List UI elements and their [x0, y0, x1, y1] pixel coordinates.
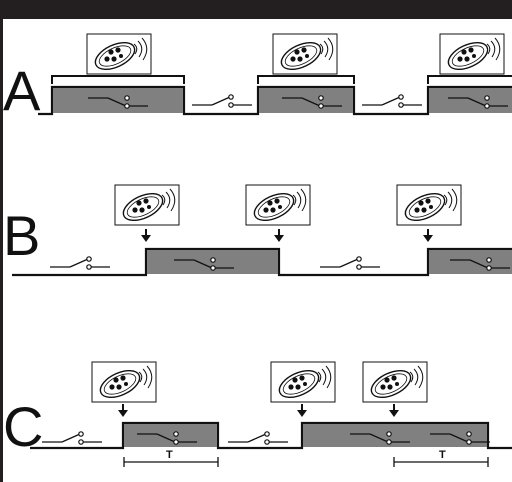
timer-dimension: T — [123, 449, 219, 467]
row-a-signal-line — [38, 85, 512, 116]
arrow-down-icon — [296, 403, 308, 418]
switch-open-icon — [361, 94, 423, 108]
row-b-letter: B — [3, 204, 38, 267]
row-c: C T — [3, 361, 512, 467]
switch-open-icon — [319, 256, 381, 270]
arrow-down-icon — [140, 228, 152, 243]
remote-control-icon — [86, 33, 152, 76]
remote-control-icon — [362, 361, 428, 404]
row-b-on-pulse — [429, 250, 512, 274]
row-a-press-bracket — [427, 75, 512, 84]
remote-control-icon — [91, 361, 157, 404]
row-b-signal-line — [12, 247, 512, 277]
switch-open-icon — [49, 256, 111, 270]
remote-control-icon — [270, 361, 336, 404]
remote-control-icon — [396, 184, 462, 227]
row-c-on-pulse — [303, 424, 487, 447]
row-a-letter: A — [3, 59, 41, 122]
top-frame-bar — [0, 0, 512, 19]
arrow-down-icon — [117, 403, 129, 418]
row-a: A — [3, 33, 512, 122]
left-frame-border — [0, 19, 3, 482]
arrow-down-icon — [388, 403, 400, 418]
switch-open-icon — [191, 94, 253, 108]
remote-control-icon — [245, 184, 311, 227]
row-a-press-bracket — [257, 75, 355, 84]
timer-dimension: T — [393, 449, 489, 467]
row-c-signal-line — [30, 421, 512, 450]
row-a-on-pulse — [259, 88, 353, 113]
switch-open-icon — [227, 431, 289, 445]
arrow-down-icon — [422, 228, 434, 243]
row-b: B — [3, 184, 512, 277]
timer-label: T — [166, 449, 173, 461]
arrow-down-icon — [273, 228, 285, 243]
row-a-on-pulse — [429, 88, 512, 113]
remote-control-icon — [114, 184, 180, 227]
row-a-on-pulse — [53, 88, 183, 113]
remote-control-icon — [272, 33, 338, 76]
switch-open-icon — [41, 431, 103, 445]
timer-label: T — [439, 449, 446, 461]
remote-control-icon — [439, 33, 505, 76]
row-c-on-pulse — [124, 424, 217, 447]
row-a-press-bracket — [51, 75, 185, 84]
